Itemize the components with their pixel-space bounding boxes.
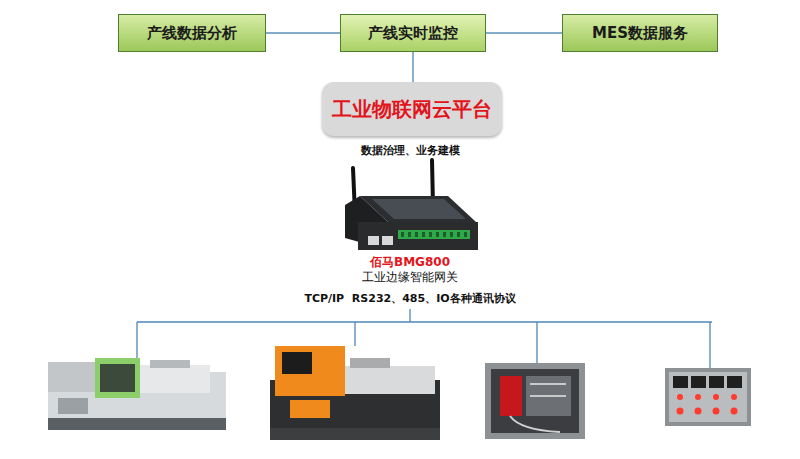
- gateway-node: 佰马BMG800工业边缘智能网关: [330, 160, 490, 285]
- node-text: 工业边缘智能网关: [362, 270, 458, 285]
- node-text: 产线数据分析: [147, 24, 237, 43]
- bus-wire: [137, 309, 712, 368]
- service-box: 产线数据分析: [118, 14, 266, 52]
- instrument-panel: [665, 368, 751, 426]
- control-cabinet: [485, 363, 585, 439]
- injection-machine: [270, 346, 440, 440]
- injection-machine: [48, 358, 226, 430]
- node-text: 产线实时监控: [368, 24, 458, 43]
- node-text: MES数据服务: [592, 24, 688, 43]
- note-label: TCP/IP RS232、485、IO各种通讯协议: [302, 291, 517, 306]
- connector: [412, 52, 413, 82]
- node-text: 佰马BMG800: [370, 255, 450, 270]
- connector: [266, 32, 340, 33]
- service-box: 产线实时监控: [340, 14, 486, 52]
- platform-box: 工业物联网云平台: [322, 82, 502, 136]
- connector: [486, 32, 562, 33]
- note-label: 数据治理、业务建模: [359, 143, 462, 158]
- service-box: MES数据服务: [562, 14, 718, 52]
- node-text: 工业物联网云平台: [332, 96, 492, 123]
- gateway-device: [345, 160, 478, 250]
